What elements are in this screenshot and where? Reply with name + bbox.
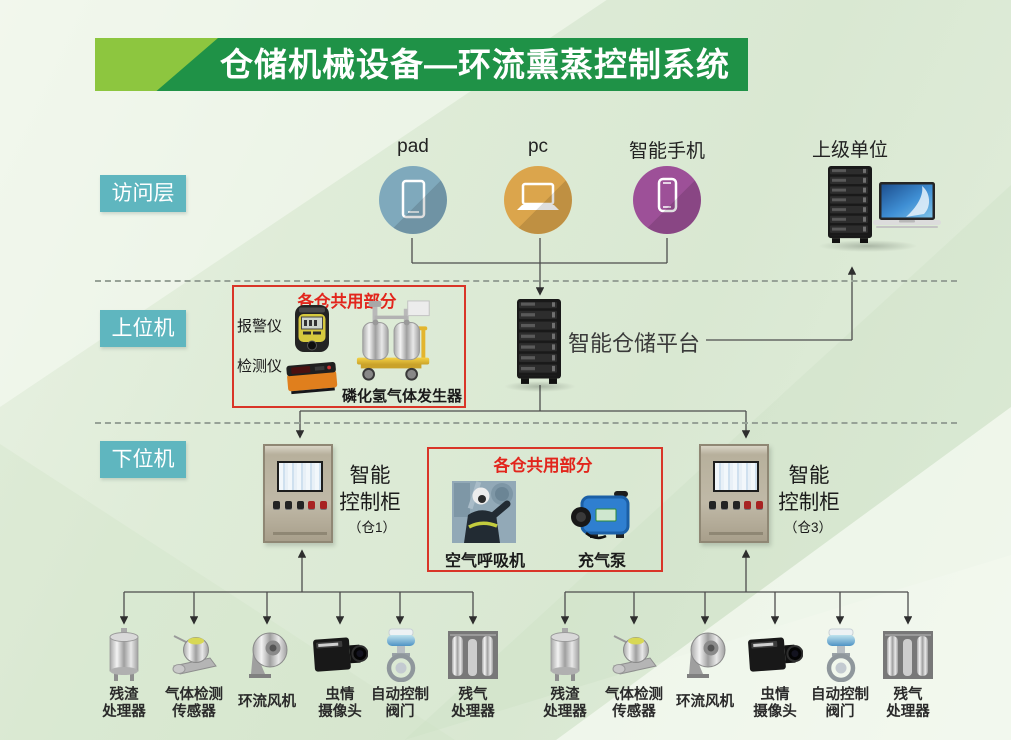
superior-shadow <box>818 240 918 252</box>
shared-lower-title: 各仓共用部分 <box>493 457 593 475</box>
device-label: 环流风机 <box>238 694 296 710</box>
phone-icon <box>633 166 701 234</box>
cabinet-buttons <box>273 501 327 509</box>
banner-parallelogram <box>95 38 218 91</box>
pad-label: pad <box>397 136 429 157</box>
cabinet-3-name: 智能 控制柜 <box>778 464 840 514</box>
auto-valve-icon <box>372 628 428 682</box>
gas-sensor-icon <box>166 628 222 682</box>
device-label: 自动控制 阀门 <box>371 687 429 720</box>
residue-tank-icon <box>96 628 152 682</box>
air-pump-icon <box>570 489 634 541</box>
device-label: 虫情 摄像头 <box>753 687 797 720</box>
layer-tag-access: 访问层 <box>100 175 186 212</box>
air-breather-label: 空气呼吸机 <box>444 553 525 570</box>
device-label: 残渣 处理器 <box>102 687 146 720</box>
device-label: 残气 处理器 <box>886 687 930 720</box>
insect-camera-icon <box>747 628 803 682</box>
phosphine-generator-icon <box>352 299 440 385</box>
air-pump-label: 充气泵 <box>577 553 626 570</box>
cabinet-3-sub: （仓3） <box>783 520 832 535</box>
device-label: 气体检测 传感器 <box>165 687 223 720</box>
superior-laptop-icon <box>872 180 942 234</box>
device-label: 自动控制 阀门 <box>811 687 869 720</box>
pad-circle <box>379 166 447 234</box>
platform-label: 智能仓储平台 <box>568 331 701 356</box>
superior-unit-label: 上级单位 <box>811 140 888 161</box>
device-label: 残气 处理器 <box>451 687 495 720</box>
shared-components-box-upper <box>232 285 466 408</box>
device-label: 气体检测 传感器 <box>605 687 663 720</box>
detector-device-icon <box>283 361 341 397</box>
cabinet-screen <box>713 461 759 492</box>
residual-gas-icon <box>880 628 936 682</box>
layer-separator-1 <box>95 280 957 282</box>
cabinet-screen <box>277 461 323 492</box>
device-label: 虫情 摄像头 <box>318 687 362 720</box>
device-label: 残渣 处理器 <box>543 687 587 720</box>
tablet-icon <box>379 166 447 234</box>
phosphine-generator-label: 磷化氢气体发生器 <box>341 388 462 405</box>
cabinet-1-sub: （仓1） <box>347 520 396 535</box>
layer-tag-lower: 下位机 <box>100 441 186 478</box>
residue-tank-icon <box>537 628 593 682</box>
alarm-label: 报警仪 <box>237 318 283 335</box>
insect-camera-icon <box>312 628 368 682</box>
smartphone-circle <box>633 166 701 234</box>
auto-valve-icon <box>812 628 868 682</box>
detector-label: 检测仪 <box>237 358 283 375</box>
alarm-device-icon <box>292 304 332 354</box>
circulation-fan-icon <box>239 628 295 682</box>
title-banner: 仓储机械设备—环流熏蒸控制系统 <box>95 38 748 91</box>
gas-sensor-icon <box>606 628 662 682</box>
platform-server-icon <box>516 299 562 385</box>
laptop-icon <box>504 166 572 234</box>
residual-gas-icon <box>445 628 501 682</box>
cabinet-1-name: 智能 控制柜 <box>339 464 401 514</box>
platform-shadow <box>504 381 576 392</box>
smartphone-label: 智能手机 <box>628 141 705 162</box>
air-breather-icon <box>452 481 516 543</box>
layer-tag-upper: 上位机 <box>100 310 186 347</box>
cabinet-buttons <box>709 501 763 509</box>
pc-label: pc <box>527 136 549 157</box>
page-title: 仓储机械设备—环流熏蒸控制系统 <box>220 46 730 83</box>
superior-server-icon <box>827 166 873 244</box>
control-cabinet-3 <box>699 444 769 543</box>
shared-components-box-lower <box>427 447 663 572</box>
pc-circle <box>504 166 572 234</box>
layer-separator-2 <box>95 422 957 424</box>
circulation-fan-icon <box>677 628 733 682</box>
control-cabinet-1 <box>263 444 333 543</box>
device-label: 环流风机 <box>676 694 734 710</box>
